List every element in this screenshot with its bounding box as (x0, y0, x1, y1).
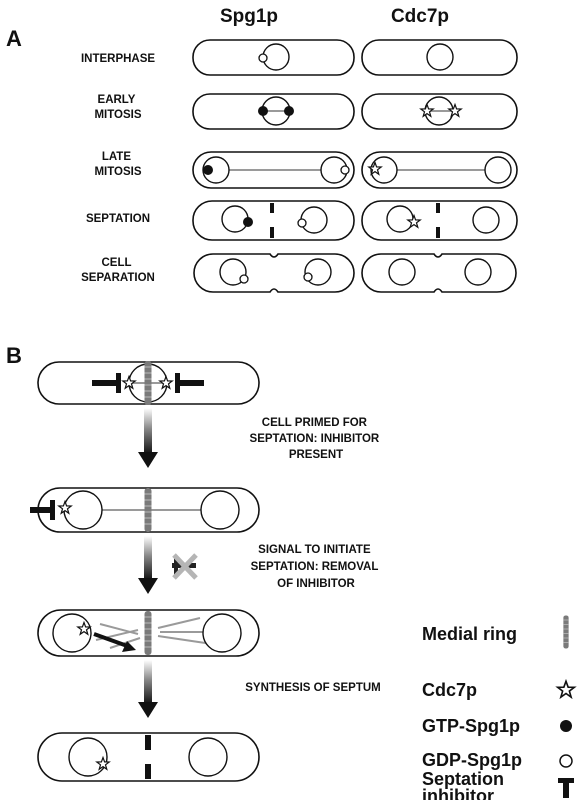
step-text-signal: SIGNAL TO INITIATE SEPTATION: REMOVAL OF… (251, 544, 382, 590)
legend-label-gtp-spg1p: GTP-Spg1p (422, 716, 520, 736)
panel-b-label: B (6, 343, 22, 368)
row-label-late-mitosis: LATE MITOSIS (94, 151, 141, 178)
column-header-cdc7p: Cdc7p (391, 6, 449, 27)
panel-a-label: A (6, 26, 22, 51)
arrow-down-2 (138, 536, 158, 594)
cell-stage-septum (37, 732, 260, 782)
step-text-synthesis: SYNTHESIS OF SEPTUM (245, 682, 380, 694)
arrow-down-3 (138, 660, 158, 718)
cell-separation-spg1p (193, 253, 355, 293)
legend-label-gdp-spg1p: GDP-Spg1p (422, 750, 522, 770)
cell-late-mitosis-cdc7p (361, 151, 518, 189)
row-label-early-mitosis: EARLY MITOSIS (94, 94, 141, 121)
legend-label-cdc7p: Cdc7p (422, 680, 477, 700)
cell-stage-signal (37, 609, 260, 657)
cell-early-mitosis-cdc7p (361, 93, 518, 130)
cell-stage-primed (37, 360, 260, 406)
open-circle-icon (559, 754, 573, 768)
filled-circle-icon (560, 720, 572, 732)
cell-interphase-spg1p (192, 39, 355, 76)
medial-ring-icon (563, 615, 569, 649)
cell-septation-cdc7p (361, 200, 518, 241)
removed-inhibitor-icon (172, 553, 198, 580)
cell-stage-late-mitosis (30, 487, 260, 533)
legend-label-septation-inhibitor: Septation inhibitor (422, 769, 509, 800)
step-text-primed: CELL PRIMED FOR SEPTATION: INHIBITOR PRE… (250, 417, 383, 461)
cell-interphase-cdc7p (361, 39, 518, 76)
cell-septation-spg1p (192, 200, 355, 241)
row-label-interphase: INTERPHASE (81, 53, 155, 65)
row-label-septation: SEPTATION (86, 213, 150, 225)
star-icon (556, 680, 576, 698)
row-label-cell-separation: CELL SEPARATION (81, 257, 155, 284)
column-header-spg1p: Spg1p (220, 6, 278, 27)
cell-late-mitosis-spg1p (192, 151, 355, 189)
cell-early-mitosis-spg1p (192, 93, 355, 130)
legend-label-medial-ring: Medial ring (422, 624, 517, 644)
t-bar-icon (558, 778, 574, 798)
cell-separation-cdc7p (361, 253, 517, 293)
arrow-down-1 (138, 408, 158, 468)
